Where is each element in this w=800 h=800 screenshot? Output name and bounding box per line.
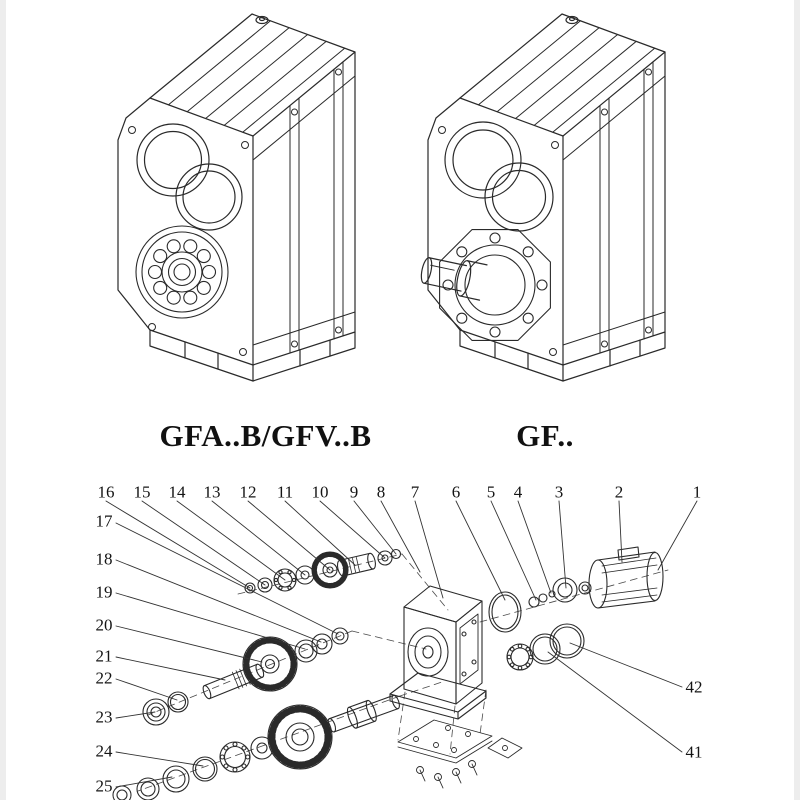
callout-17: 17 (95, 511, 113, 531)
plate-screws (128, 126, 249, 356)
callout-20: 20 (95, 615, 113, 635)
callout-41: 41 (685, 742, 703, 762)
callout-10: 10 (311, 482, 329, 502)
motor-side-parts (488, 546, 664, 633)
callout-11: 11 (276, 482, 294, 502)
output-shaft-parts (112, 694, 400, 800)
right-gearbox-drawing (420, 13, 666, 382)
gear-housing (389, 585, 487, 720)
output-shaft (420, 257, 488, 301)
callout-22: 22 (95, 668, 113, 688)
callout-9: 9 (349, 482, 359, 502)
plate-screws (438, 126, 559, 356)
gearbox-drawings (117, 13, 666, 382)
model-label-gfab: GFA..B/GFV..B (159, 418, 372, 453)
output-flange (439, 229, 551, 341)
input-shaft-parts (244, 548, 402, 594)
leader-lines (105, 500, 698, 788)
side-straps (252, 61, 356, 354)
callout-8: 8 (376, 482, 386, 502)
motor (578, 546, 664, 609)
model-label-gf: GF.. (516, 418, 574, 453)
side-straps (562, 61, 666, 354)
callout-2: 2 (614, 482, 624, 502)
callout-3: 3 (554, 482, 564, 502)
page-edge-right (794, 0, 800, 800)
callout-16: 16 (97, 482, 115, 502)
callout-5: 5 (486, 482, 496, 502)
callout-24: 24 (95, 741, 113, 761)
left-gearbox-drawing (117, 13, 356, 382)
callout-6: 6 (451, 482, 461, 502)
intermediate-gear-parts (142, 627, 349, 726)
callout-19: 19 (95, 582, 113, 602)
callout-13: 13 (203, 482, 221, 502)
gasket-and-bolts (397, 719, 523, 789)
callout-1: 1 (692, 482, 702, 502)
callout-18: 18 (95, 549, 113, 569)
front-bores (444, 121, 554, 232)
callout-42: 42 (685, 677, 703, 697)
callout-21: 21 (95, 646, 113, 666)
retaining-rings (506, 623, 585, 671)
fins (478, 20, 656, 133)
callout-12: 12 (239, 482, 257, 502)
callout-14: 14 (168, 482, 186, 502)
front-bores (136, 123, 243, 231)
callout-7: 7 (410, 482, 420, 502)
callout-4: 4 (513, 482, 523, 502)
callout-15: 15 (133, 482, 151, 502)
callout-25: 25 (95, 776, 113, 796)
output-bearing (135, 225, 229, 319)
fins (168, 20, 346, 133)
callout-23: 23 (95, 707, 113, 727)
page-edge-left (0, 0, 6, 800)
exploded-parts-drawing (105, 500, 698, 800)
assembly-axes (137, 553, 669, 792)
